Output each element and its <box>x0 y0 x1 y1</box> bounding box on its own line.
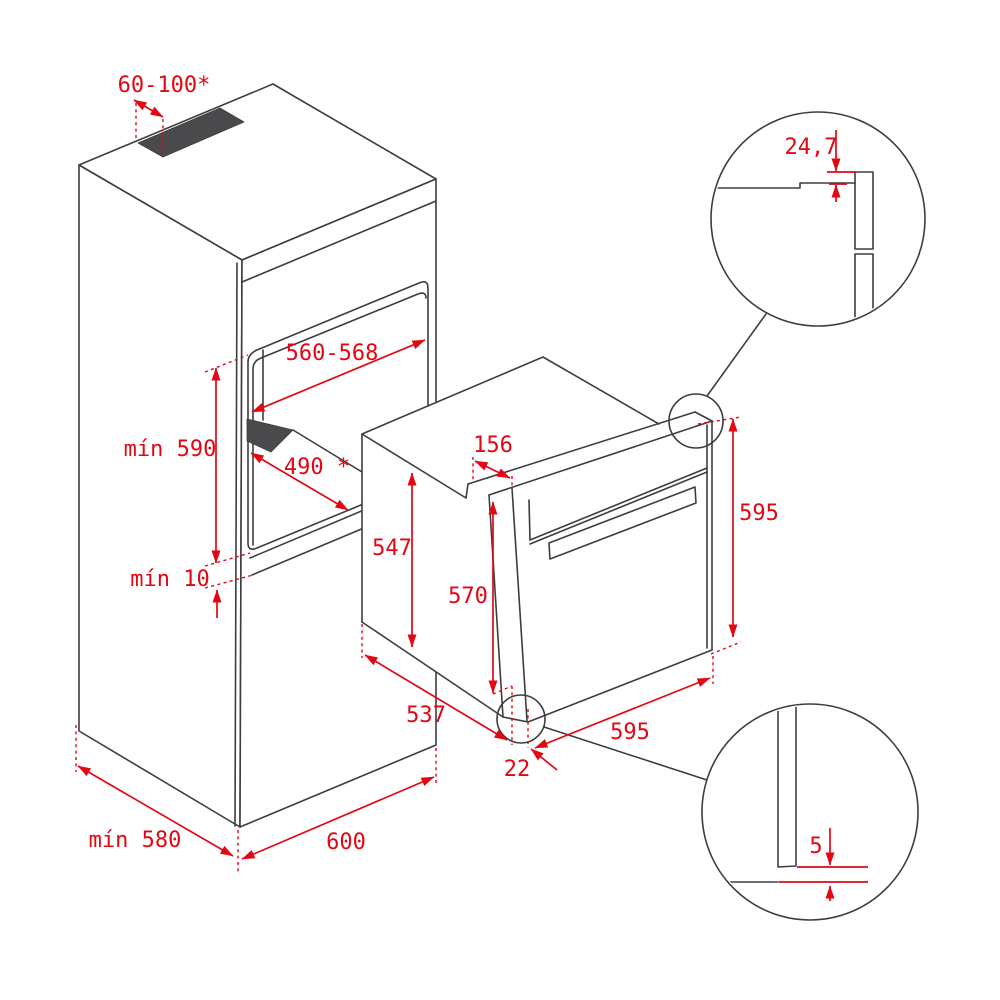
dim-cabinet-depth: mín 580 <box>75 725 239 874</box>
niche-depth-label: 490 * <box>284 455 350 480</box>
detail-top-worktop-step <box>713 182 856 189</box>
leader-line-top <box>706 313 767 397</box>
front-overhang-label: 22 <box>504 757 531 782</box>
detail-top-circle <box>710 111 926 327</box>
dim-front-overhang: 22 <box>504 748 558 782</box>
oven-frame-band-inner <box>488 420 713 496</box>
oven-inner-height-label: 570 <box>448 584 488 609</box>
oven-door-handle <box>548 486 697 560</box>
oven-frame-band-endcap <box>694 411 713 422</box>
dim-oven-top-depth: 156 <box>472 433 513 487</box>
dim-oven-width: 595 <box>534 641 742 749</box>
dimensions: 60-100* 560-568 490 * mín 590 mín 10 mín… <box>75 73 868 901</box>
detail-bottom-circle <box>701 703 919 921</box>
cabinet-left-face <box>78 164 243 828</box>
detail-top-door-lower <box>854 253 874 324</box>
cabinet-depth-label: mín 580 <box>89 828 182 853</box>
detail-circle-top <box>710 111 926 327</box>
niche-height-label: mín 590 <box>124 437 217 462</box>
oven <box>361 356 724 744</box>
oven-body-height-label: 547 <box>372 536 412 561</box>
cabinet-side-panel-edge <box>234 262 238 827</box>
dim-niche-height: mín 590 <box>124 354 251 567</box>
dim-oven-body-height: 547 <box>372 472 417 648</box>
detail-bottom-door-panel <box>777 706 797 868</box>
vent-width-label: 60-100* <box>118 73 211 98</box>
dim-niche-width: 560-568 <box>251 339 426 413</box>
dim-detail-bottom: 5 <box>779 828 868 901</box>
dim-oven-body-depth: 537 <box>361 624 508 741</box>
detail-bottom-label: 5 <box>809 834 822 859</box>
dim-niche-depth: 490 * <box>250 452 350 511</box>
oven-silhouette <box>362 357 712 722</box>
cabinet-width-label: 600 <box>326 830 366 855</box>
oven-height-label: 595 <box>739 501 779 526</box>
oven-top-notch <box>465 483 469 499</box>
detail-top-door-upper <box>854 171 874 250</box>
dim-oven-inner-height: 570 <box>448 501 529 748</box>
niche-floor-shadow <box>246 418 294 453</box>
cabinet-front-rail-line <box>241 200 437 283</box>
niche-width-label: 560-568 <box>286 341 379 366</box>
oven-top-depth-label: 156 <box>473 433 513 458</box>
dim-oven-height: 595 <box>697 416 779 638</box>
dim-cabinet-width: 600 <box>241 748 437 860</box>
detail-top-label: 24,7 <box>785 135 838 160</box>
oven-width-label: 595 <box>610 720 650 745</box>
dim-vent-width: 60-100* <box>118 73 211 156</box>
dim-detail-top: 24,7 <box>785 130 856 202</box>
oven-front <box>528 424 708 649</box>
oven-body-depth-label: 537 <box>406 703 446 728</box>
vent-cutout <box>137 107 245 158</box>
oven-top-left-edge <box>361 433 467 499</box>
corner-callout-top <box>668 393 724 449</box>
clearance-below-label: mín 10 <box>130 567 209 592</box>
dim-clearance-below: mín 10 <box>130 567 254 618</box>
detail-circle-bottom <box>701 703 919 921</box>
control-panel-gap-lines <box>528 467 708 545</box>
niche-floor-back-edge <box>292 429 363 473</box>
